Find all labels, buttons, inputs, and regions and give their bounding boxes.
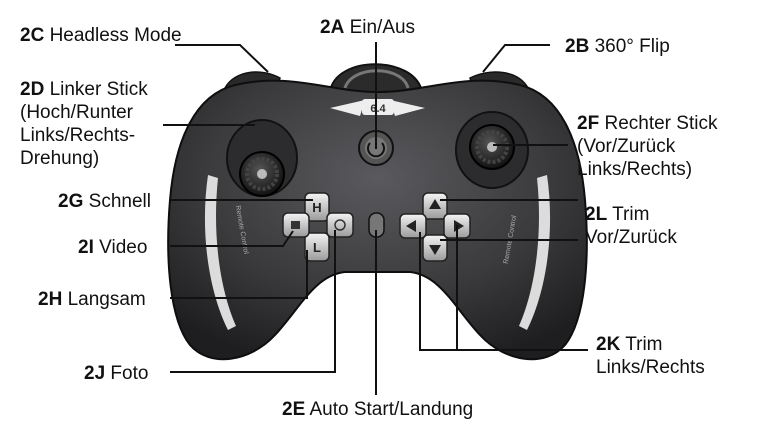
right-side-stripe: [519, 175, 551, 330]
power-button[interactable]: [358, 130, 394, 166]
wing-logo: 6.4: [330, 99, 425, 116]
fast-button-letter: H: [312, 200, 321, 215]
label-2h-slow: 2H Langsam: [38, 289, 146, 310]
label-2g-fast: 2G Schnell: [58, 191, 151, 212]
label-2a-power: 2A Ein/Aus: [320, 17, 416, 38]
photo-button[interactable]: [326, 212, 354, 238]
leader-2b: [482, 44, 550, 73]
leader-2i: [170, 230, 294, 247]
camera-icon: [334, 219, 346, 231]
leader-2c: [175, 44, 269, 73]
leader-2j: [170, 230, 336, 373]
label-2b-flip: 2B 360° Flip: [565, 36, 670, 57]
label-2j-photo: 2J Foto: [84, 363, 149, 384]
right-stick[interactable]: [455, 111, 529, 189]
label-2k-trim-left-right: 2K Trim Links/Rechts: [596, 334, 705, 378]
arrow-up-icon: [429, 199, 441, 209]
arrow-down-icon: [429, 245, 441, 255]
left-side-stripe: [204, 175, 236, 330]
leader-lines: [163, 42, 588, 395]
label-2d-left-stick: 2D Linker Stick (Hoch/Runter Links/Recht…: [20, 79, 148, 169]
label-2i-video: 2I Video: [78, 237, 148, 258]
label-2e-auto-start: 2E Auto Start/Landung: [282, 399, 474, 420]
slow-button[interactable]: [304, 232, 330, 262]
left-stick[interactable]: [226, 119, 298, 197]
leader-2k: [419, 232, 588, 351]
label-2f-right-stick: 2F Rechter Stick (Vor/Zurück Links/Recht…: [577, 113, 718, 180]
video-icon: [291, 221, 300, 229]
svg-text:6.4: 6.4: [370, 103, 386, 115]
label-2c-headless-mode: 2C Headless Mode: [20, 25, 182, 46]
slow-button-letter: L: [313, 240, 321, 255]
label-2l-trim-forward-back: 2L Trim Vor/Zurück: [585, 204, 677, 248]
leader-2h: [170, 250, 308, 299]
arrow-left-icon: [406, 220, 416, 232]
